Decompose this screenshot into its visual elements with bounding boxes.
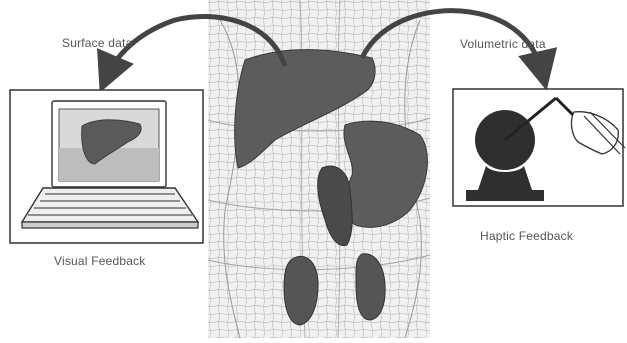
- volumetric-data-label: Volumetric data: [460, 37, 546, 51]
- haptic-feedback-panel: [453, 89, 625, 206]
- surface-data-label: Surface data: [62, 36, 132, 50]
- visual-feedback-panel: [10, 90, 203, 243]
- visual-feedback-label: Visual Feedback: [54, 254, 146, 268]
- haptic-feedback-label: Haptic Feedback: [480, 229, 573, 243]
